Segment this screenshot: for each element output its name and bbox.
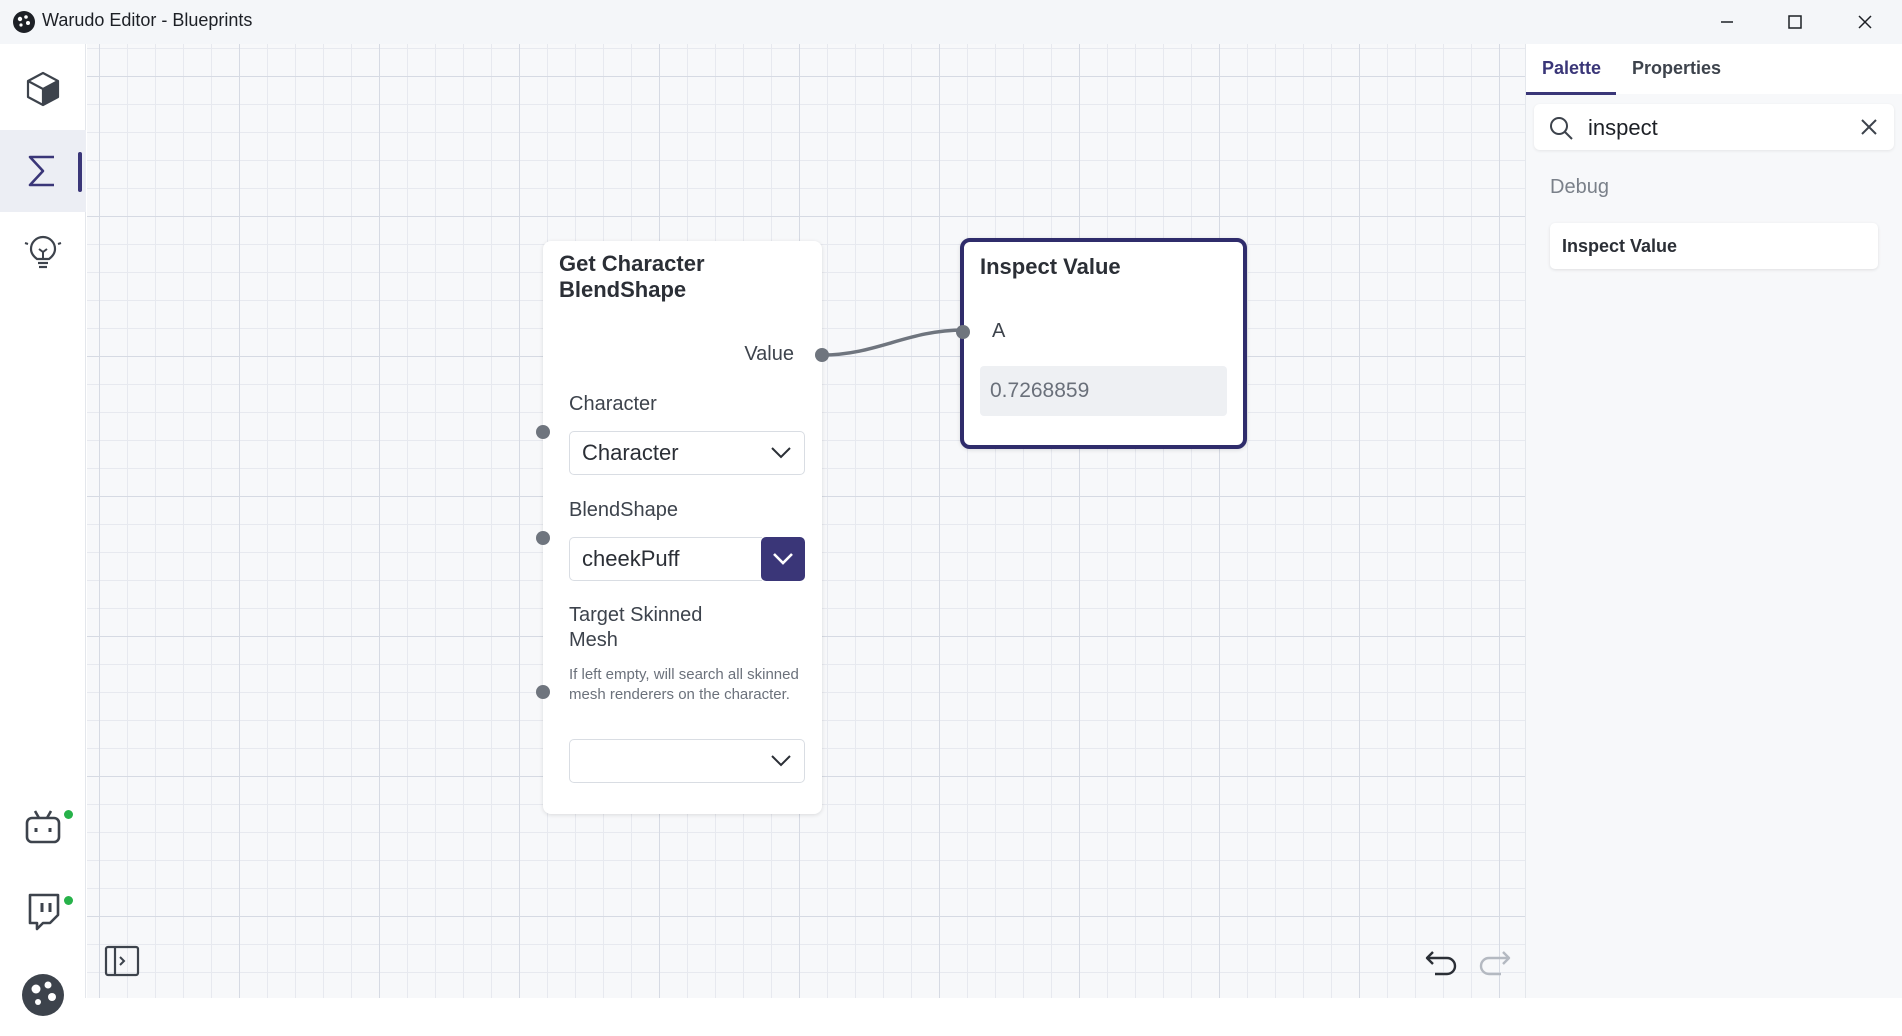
connection-wire xyxy=(821,328,965,357)
output-value-label: Value xyxy=(744,343,794,365)
input-port-target-mesh[interactable] xyxy=(536,685,550,699)
undo-button[interactable] xyxy=(1423,942,1461,980)
active-tab-indicator xyxy=(1526,92,1616,95)
input-port-character[interactable] xyxy=(536,425,550,439)
character-select[interactable]: Character xyxy=(569,431,805,475)
close-icon xyxy=(1858,15,1872,29)
bilibili-status-dot xyxy=(64,810,73,819)
node-title: Inspect Value xyxy=(980,254,1121,279)
twitch-icon xyxy=(28,893,60,931)
search-icon xyxy=(1550,117,1573,140)
clear-search-button[interactable] xyxy=(1856,114,1882,140)
search-input[interactable] xyxy=(1586,112,1840,144)
sidebar-toggle-icon xyxy=(104,945,140,977)
target-mesh-label: Target Skinned Mesh xyxy=(569,604,703,651)
sidebar-item-twitch[interactable] xyxy=(0,870,86,952)
warudo-logo-icon xyxy=(22,974,64,1016)
input-a-label: A xyxy=(992,320,1006,342)
maximize-icon xyxy=(1788,15,1802,29)
blendshape-label: BlendShape xyxy=(569,499,678,521)
sidebar xyxy=(0,44,86,1016)
window-title: Warudo Editor - Blueprints xyxy=(42,10,253,30)
sidebar-item-bilibili[interactable] xyxy=(0,786,86,868)
node-get-character-blendshape[interactable]: Get Character BlendShape Value Character… xyxy=(536,241,829,814)
toggle-sidebar-button[interactable] xyxy=(103,942,141,980)
target-mesh-hint: If left empty, will search all skinned m… xyxy=(569,666,799,703)
palette-search xyxy=(1534,104,1894,150)
input-port-a[interactable] xyxy=(956,325,970,339)
close-icon xyxy=(1861,119,1877,135)
redo-icon xyxy=(1479,951,1511,976)
panel-tab-bar xyxy=(1526,44,1902,94)
input-port-blendshape[interactable] xyxy=(536,531,550,545)
redo-button[interactable] xyxy=(1475,942,1513,980)
output-port-value[interactable] xyxy=(815,348,829,362)
sigma-icon xyxy=(28,155,54,187)
blendshape-select-value: cheekPuff xyxy=(582,546,680,571)
character-label: Character xyxy=(569,393,657,415)
app-logo-icon xyxy=(13,11,35,33)
chevron-down-icon xyxy=(771,755,791,767)
cube-icon xyxy=(26,71,60,107)
sidebar-item-about[interactable] xyxy=(0,954,86,1036)
lightbulb-icon xyxy=(24,235,62,269)
active-indicator xyxy=(78,152,82,192)
sidebar-item-scene[interactable] xyxy=(0,48,86,130)
bilibili-icon xyxy=(25,810,61,844)
character-select-value: Character xyxy=(582,440,679,465)
twitch-status-dot xyxy=(64,896,73,905)
inspect-value-display: 0.7268859 xyxy=(980,366,1227,416)
node-inspect-value[interactable]: Inspect Value A 0.7268859 xyxy=(956,238,1247,449)
target-mesh-select[interactable] xyxy=(569,739,805,783)
minimize-button[interactable] xyxy=(1697,0,1757,44)
chevron-down-icon xyxy=(773,553,793,565)
tab-properties[interactable]: Properties xyxy=(1632,58,1722,78)
maximize-button[interactable] xyxy=(1765,0,1825,44)
right-panel: Palette Properties xyxy=(1525,44,1902,998)
blendshape-select[interactable]: cheekPuff xyxy=(569,537,762,581)
sidebar-item-onboarding[interactable] xyxy=(0,212,86,294)
sidebar-item-blueprints[interactable] xyxy=(0,130,86,212)
title-bar: Warudo Editor - Blueprints xyxy=(0,0,1902,44)
close-window-button[interactable] xyxy=(1835,0,1895,44)
palette-item-inspect-value[interactable]: Inspect Value xyxy=(1550,223,1878,269)
category-heading: Debug xyxy=(1550,176,1609,198)
node-title: Get Character BlendShape xyxy=(559,251,705,302)
chevron-down-icon xyxy=(771,447,791,459)
minimize-icon xyxy=(1721,21,1733,23)
tab-palette[interactable]: Palette xyxy=(1542,58,1602,78)
blendshape-dropdown-button[interactable] xyxy=(761,537,805,581)
undo-icon xyxy=(1425,951,1457,976)
